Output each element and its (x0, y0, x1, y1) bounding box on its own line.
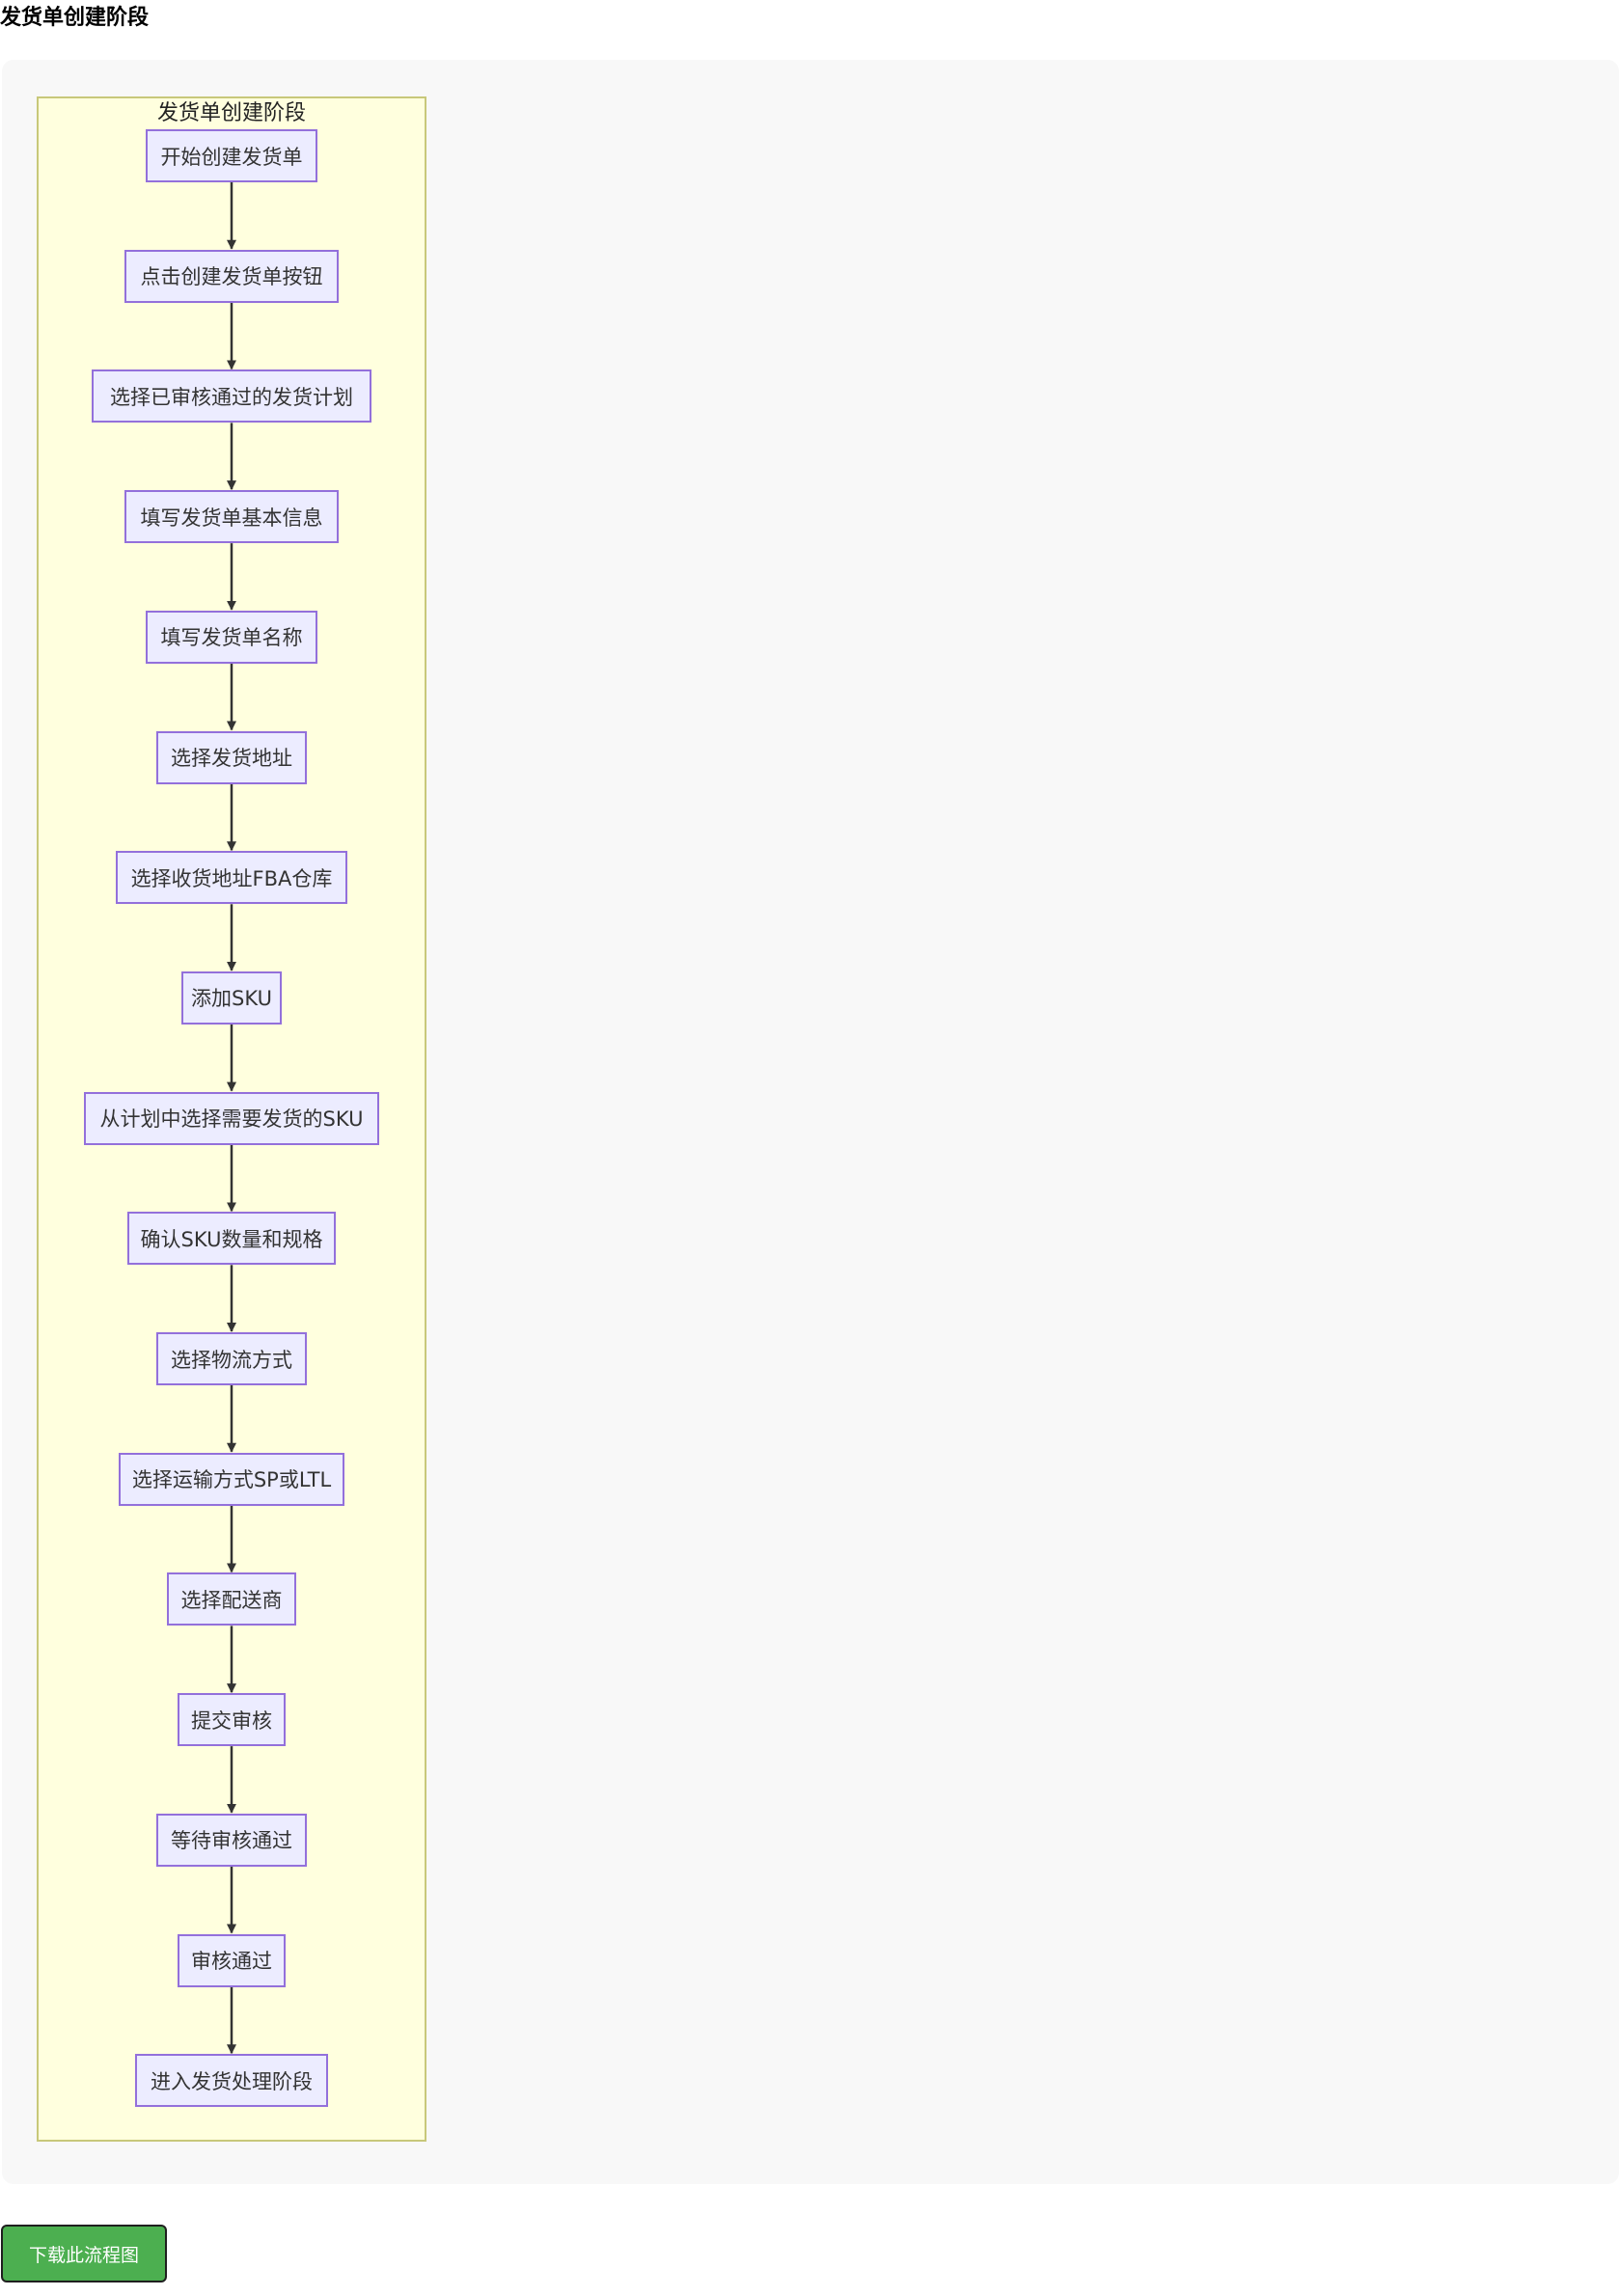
flow-node: 选择收货地址FBA仓库 (116, 851, 347, 905)
flow-node: 选择配送商 (167, 1572, 296, 1626)
flow-node: 填写发货单基本信息 (124, 490, 339, 544)
flow-node: 选择物流方式 (156, 1332, 307, 1385)
flow-node: 添加SKU (181, 970, 282, 1025)
flow-node: 填写发货单名称 (146, 610, 317, 664)
flow-node: 选择运输方式SP或LTL (119, 1452, 344, 1506)
flow-node: 提交审核 (178, 1693, 286, 1747)
flow-node: 从计划中选择需要发货的SKU (84, 1091, 379, 1145)
flow-node: 开始创建发货单 (146, 129, 317, 182)
flow-node: 点击创建发货单按钮 (124, 249, 339, 303)
flow-node: 确认SKU数量和规格 (127, 1212, 336, 1266)
subgraph-title: 发货单创建阶段 (156, 101, 306, 125)
flow-node: 选择发货地址 (156, 730, 307, 784)
flow-node: 等待审核通过 (156, 1813, 307, 1867)
download-button[interactable]: 下载此流程图 (1, 2225, 167, 2282)
flow-node: 审核通过 (178, 1933, 286, 1987)
flow-node: 选择已审核通过的发货计划 (92, 369, 371, 424)
flow-node: 进入发货处理阶段 (135, 2054, 328, 2108)
page-title: 发货单创建阶段 (0, 6, 150, 30)
